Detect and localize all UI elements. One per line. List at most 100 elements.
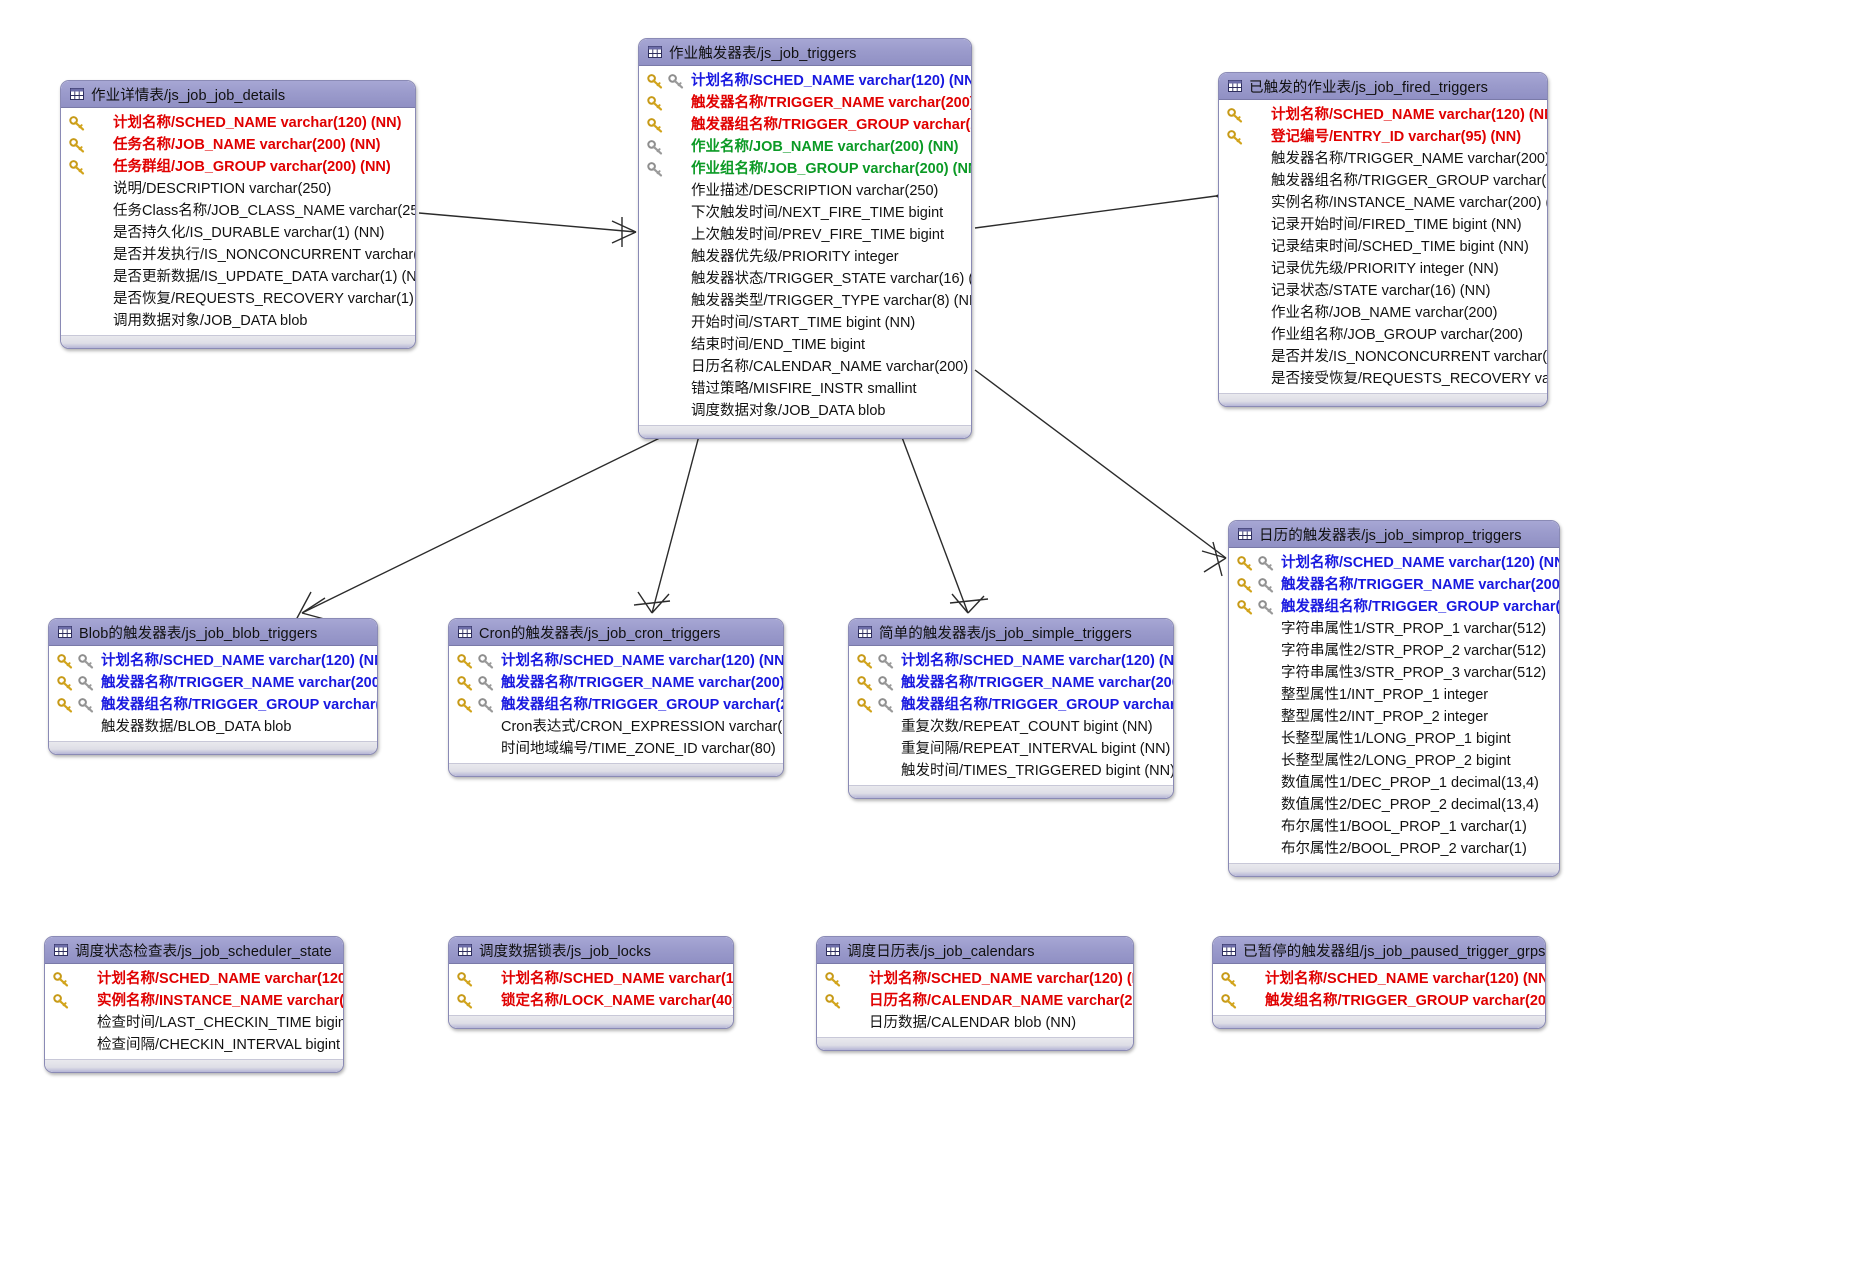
field-row[interactable]: 记录状态/STATE varchar(16) (NN)	[1219, 280, 1547, 302]
entity-js_job_simple_triggers[interactable]: 简单的触发器表/js_job_simple_triggers 计划名称/SCHED…	[848, 618, 1174, 799]
field-row[interactable]: 任务名称/JOB_NAME varchar(200) (NN)	[61, 134, 415, 156]
entity-header-js_job_scheduler_state[interactable]: 调度状态检查表/js_job_scheduler_state	[45, 937, 343, 964]
field-row[interactable]: 重复间隔/REPEAT_INTERVAL bigint (NN)	[849, 738, 1173, 760]
field-row[interactable]: 计划名称/SCHED_NAME varchar(120) (NN)	[449, 650, 783, 672]
field-row[interactable]: 是否并发/IS_NONCONCURRENT varchar(1)	[1219, 346, 1547, 368]
field-row[interactable]: 计划名称/SCHED_NAME varchar(120) (NN)	[849, 650, 1173, 672]
field-row[interactable]: 作业组名称/JOB_GROUP varchar(200) (NN)	[639, 158, 971, 180]
field-row[interactable]: 调度数据对象/JOB_DATA blob	[639, 400, 971, 422]
field-row[interactable]: 整型属性2/INT_PROP_2 integer	[1229, 706, 1559, 728]
entity-header-js_job_simple_triggers[interactable]: 简单的触发器表/js_job_simple_triggers	[849, 619, 1173, 646]
entity-header-js_job_job_details[interactable]: 作业详情表/js_job_job_details	[61, 81, 415, 108]
field-row[interactable]: 触发器优先级/PRIORITY integer	[639, 246, 971, 268]
field-row[interactable]: 开始时间/START_TIME bigint (NN)	[639, 312, 971, 334]
field-row[interactable]: 计划名称/SCHED_NAME varchar(120) (NN)	[639, 70, 971, 92]
entity-header-js_job_paused_trigger_grps[interactable]: 已暂停的触发器组/js_job_paused_trigger_grps	[1213, 937, 1545, 964]
field-row[interactable]: 长整型属性2/LONG_PROP_2 bigint	[1229, 750, 1559, 772]
field-row[interactable]: 锁定名称/LOCK_NAME varchar(40) (NN)	[449, 990, 733, 1012]
entity-js_job_blob_triggers[interactable]: Blob的触发器表/js_job_blob_triggers 计划名称/SCHED…	[48, 618, 378, 755]
field-row[interactable]: 触发器名称/TRIGGER_NAME varchar(200) (NN)	[1229, 574, 1559, 596]
field-row[interactable]: 布尔属性1/BOOL_PROP_1 varchar(1)	[1229, 816, 1559, 838]
field-row[interactable]: 说明/DESCRIPTION varchar(250)	[61, 178, 415, 200]
field-row[interactable]: 数值属性1/DEC_PROP_1 decimal(13,4)	[1229, 772, 1559, 794]
field-row[interactable]: 触发组名称/TRIGGER_GROUP varchar(200) (NN)	[1213, 990, 1545, 1012]
field-row[interactable]: 实例名称/INSTANCE_NAME varchar(200) (NN)	[1219, 192, 1547, 214]
field-row[interactable]: 数值属性2/DEC_PROP_2 decimal(13,4)	[1229, 794, 1559, 816]
field-row[interactable]: 是否并发执行/IS_NONCONCURRENT varchar(1) (NN)	[61, 244, 415, 266]
field-row[interactable]: 字符串属性3/STR_PROP_3 varchar(512)	[1229, 662, 1559, 684]
field-row[interactable]: 字符串属性1/STR_PROP_1 varchar(512)	[1229, 618, 1559, 640]
field-row[interactable]: 计划名称/SCHED_NAME varchar(120) (NN)	[1219, 104, 1547, 126]
entity-js_job_cron_triggers[interactable]: Cron的触发器表/js_job_cron_triggers 计划名称/SCHED…	[448, 618, 784, 777]
field-row[interactable]: 作业描述/DESCRIPTION varchar(250)	[639, 180, 971, 202]
field-row[interactable]: 上次触发时间/PREV_FIRE_TIME bigint	[639, 224, 971, 246]
field-row[interactable]: 日历名称/CALENDAR_NAME varchar(200) (NN)	[817, 990, 1133, 1012]
field-row[interactable]: 日历名称/CALENDAR_NAME varchar(200)	[639, 356, 971, 378]
entity-js_job_fired_triggers[interactable]: 已触发的作业表/js_job_fired_triggers 计划名称/SCHED_…	[1218, 72, 1548, 407]
field-row[interactable]: 字符串属性2/STR_PROP_2 varchar(512)	[1229, 640, 1559, 662]
field-row[interactable]: 触发器名称/TRIGGER_NAME varchar(200) (NN)	[639, 92, 971, 114]
field-row[interactable]: 触发器组名称/TRIGGER_GROUP varchar(200) (NN)	[49, 694, 377, 716]
entity-js_job_job_details[interactable]: 作业详情表/js_job_job_details 计划名称/SCHED_NAME …	[60, 80, 416, 349]
field-row[interactable]: 触发器名称/TRIGGER_NAME varchar(200) (NN)	[849, 672, 1173, 694]
field-row[interactable]: 触发器数据/BLOB_DATA blob	[49, 716, 377, 738]
field-row[interactable]: 触发器组名称/TRIGGER_GROUP varchar(200) (NN)	[449, 694, 783, 716]
field-row[interactable]: 任务Class名称/JOB_CLASS_NAME varchar(250) (N…	[61, 200, 415, 222]
field-row[interactable]: 整型属性1/INT_PROP_1 integer	[1229, 684, 1559, 706]
field-row[interactable]: 触发器组名称/TRIGGER_GROUP varchar(200) (NN)	[849, 694, 1173, 716]
field-row[interactable]: 检查时间/LAST_CHECKIN_TIME bigint (NN)	[45, 1012, 343, 1034]
field-row[interactable]: 触发器名称/TRIGGER_NAME varchar(200) (NN)	[49, 672, 377, 694]
entity-header-js_job_fired_triggers[interactable]: 已触发的作业表/js_job_fired_triggers	[1219, 73, 1547, 100]
field-row[interactable]: 记录优先级/PRIORITY integer (NN)	[1219, 258, 1547, 280]
field-row[interactable]: 计划名称/SCHED_NAME varchar(120) (NN)	[1213, 968, 1545, 990]
entity-js_job_locks[interactable]: 调度数据锁表/js_job_locks 计划名称/SCHED_NAME varch…	[448, 936, 734, 1029]
entity-header-js_job_cron_triggers[interactable]: Cron的触发器表/js_job_cron_triggers	[449, 619, 783, 646]
field-row[interactable]: 作业名称/JOB_NAME varchar(200) (NN)	[639, 136, 971, 158]
field-row[interactable]: 触发器组名称/TRIGGER_GROUP varchar(200) (NN)	[1219, 170, 1547, 192]
field-row[interactable]: 触发器组名称/TRIGGER_GROUP varchar(200) (NN)	[1229, 596, 1559, 618]
entity-js_job_calendars[interactable]: 调度日历表/js_job_calendars 计划名称/SCHED_NAME va…	[816, 936, 1134, 1051]
field-row[interactable]: 计划名称/SCHED_NAME varchar(120) (NN)	[61, 112, 415, 134]
field-row[interactable]: 是否接受恢复/REQUESTS_RECOVERY varchar(1)	[1219, 368, 1547, 390]
field-row[interactable]: 计划名称/SCHED_NAME varchar(120) (NN)	[449, 968, 733, 990]
entity-header-js_job_triggers[interactable]: 作业触发器表/js_job_triggers	[639, 39, 971, 66]
field-row[interactable]: 触发时间/TIMES_TRIGGERED bigint (NN)	[849, 760, 1173, 782]
field-row[interactable]: 长整型属性1/LONG_PROP_1 bigint	[1229, 728, 1559, 750]
field-row[interactable]: 登记编号/ENTRY_ID varchar(95) (NN)	[1219, 126, 1547, 148]
entity-js_job_paused_trigger_grps[interactable]: 已暂停的触发器组/js_job_paused_trigger_grps 计划名称/…	[1212, 936, 1546, 1029]
entity-header-js_job_locks[interactable]: 调度数据锁表/js_job_locks	[449, 937, 733, 964]
field-row[interactable]: 日历数据/CALENDAR blob (NN)	[817, 1012, 1133, 1034]
field-row[interactable]: 记录结束时间/SCHED_TIME bigint (NN)	[1219, 236, 1547, 258]
entity-js_job_triggers[interactable]: 作业触发器表/js_job_triggers 计划名称/SCHED_NAME va…	[638, 38, 972, 439]
field-row[interactable]: 触发器名称/TRIGGER_NAME varchar(200) (NN)	[449, 672, 783, 694]
field-row[interactable]: 计划名称/SCHED_NAME varchar(120) (NN)	[45, 968, 343, 990]
field-row[interactable]: 计划名称/SCHED_NAME varchar(120) (NN)	[1229, 552, 1559, 574]
field-row[interactable]: Cron表达式/CRON_EXPRESSION varchar(120) (NN…	[449, 716, 783, 738]
entity-header-js_job_blob_triggers[interactable]: Blob的触发器表/js_job_blob_triggers	[49, 619, 377, 646]
field-row[interactable]: 调用数据对象/JOB_DATA blob	[61, 310, 415, 332]
field-row[interactable]: 触发器组名称/TRIGGER_GROUP varchar(200) (NN)	[639, 114, 971, 136]
field-row[interactable]: 作业组名称/JOB_GROUP varchar(200)	[1219, 324, 1547, 346]
field-row[interactable]: 下次触发时间/NEXT_FIRE_TIME bigint	[639, 202, 971, 224]
field-row[interactable]: 计划名称/SCHED_NAME varchar(120) (NN)	[817, 968, 1133, 990]
field-row[interactable]: 检查间隔/CHECKIN_INTERVAL bigint (NN)	[45, 1034, 343, 1056]
entity-js_job_scheduler_state[interactable]: 调度状态检查表/js_job_scheduler_state 计划名称/SCHED…	[44, 936, 344, 1073]
field-row[interactable]: 是否恢复/REQUESTS_RECOVERY varchar(1) (NN)	[61, 288, 415, 310]
field-row[interactable]: 时间地域编号/TIME_ZONE_ID varchar(80)	[449, 738, 783, 760]
field-row[interactable]: 实例名称/INSTANCE_NAME varchar(200) (NN)	[45, 990, 343, 1012]
field-row[interactable]: 触发器类型/TRIGGER_TYPE varchar(8) (NN)	[639, 290, 971, 312]
field-row[interactable]: 记录开始时间/FIRED_TIME bigint (NN)	[1219, 214, 1547, 236]
entity-header-js_job_calendars[interactable]: 调度日历表/js_job_calendars	[817, 937, 1133, 964]
field-row[interactable]: 结束时间/END_TIME bigint	[639, 334, 971, 356]
field-row[interactable]: 任务群组/JOB_GROUP varchar(200) (NN)	[61, 156, 415, 178]
field-row[interactable]: 作业名称/JOB_NAME varchar(200)	[1219, 302, 1547, 324]
field-row[interactable]: 计划名称/SCHED_NAME varchar(120) (NN)	[49, 650, 377, 672]
field-row[interactable]: 是否更新数据/IS_UPDATE_DATA varchar(1) (NN)	[61, 266, 415, 288]
field-row[interactable]: 触发器名称/TRIGGER_NAME varchar(200) (NN)	[1219, 148, 1547, 170]
field-row[interactable]: 是否持久化/IS_DURABLE varchar(1) (NN)	[61, 222, 415, 244]
field-row[interactable]: 重复次数/REPEAT_COUNT bigint (NN)	[849, 716, 1173, 738]
field-row[interactable]: 布尔属性2/BOOL_PROP_2 varchar(1)	[1229, 838, 1559, 860]
field-row[interactable]: 错过策略/MISFIRE_INSTR smallint	[639, 378, 971, 400]
field-row[interactable]: 触发器状态/TRIGGER_STATE varchar(16) (NN)	[639, 268, 971, 290]
